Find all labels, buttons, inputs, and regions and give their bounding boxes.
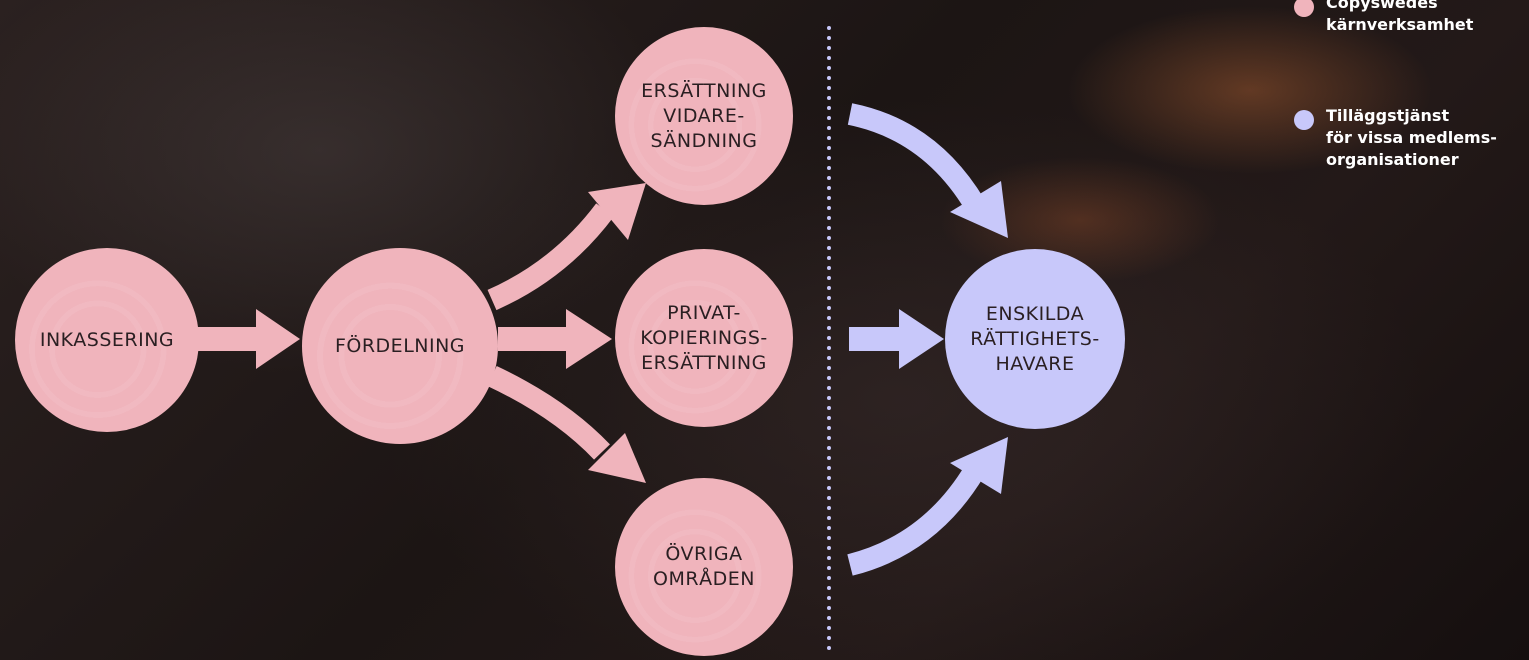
legend-addon-dot <box>1294 110 1314 130</box>
node-enskilda-label: ENSKILDA RÄTTIGHETS- HAVARE <box>970 302 1100 375</box>
node-ersattning-vidaresandning: ERSÄTTNING VIDARE- SÄNDNING <box>615 27 793 205</box>
arrow-ersattning-to-enskilda <box>847 103 1008 238</box>
legend-core-label: Copyswedes kärnverksamhet <box>1326 0 1474 34</box>
arrow-fordelning-to-privat <box>498 309 612 369</box>
node-fordelning: FÖRDELNING <box>302 248 498 444</box>
node-enskilda-rattighetshavare: ENSKILDA RÄTTIGHETS- HAVARE <box>945 249 1125 429</box>
node-inkassering: INKASSERING <box>15 248 199 432</box>
legend-core-dot <box>1294 0 1314 17</box>
node-ersattning-label: ERSÄTTNING VIDARE- SÄNDNING <box>641 79 767 152</box>
legend-addon-label: Tilläggstjänst för vissa medlems- organi… <box>1326 106 1497 169</box>
arrow-privat-to-enskilda <box>849 309 944 369</box>
node-privat-label: PRIVAT- KOPIERINGS- ERSÄTTNING <box>640 301 768 374</box>
node-ovriga-omraden: ÖVRIGA OMRÅDEN <box>615 478 793 656</box>
arrow-fordelning-to-ovriga <box>487 366 646 483</box>
node-ovriga-label: ÖVRIGA OMRÅDEN <box>653 543 755 590</box>
arrow-ovriga-to-enskilda <box>847 437 1008 576</box>
arrow-inkassering-to-fordelning <box>198 309 300 369</box>
arrow-fordelning-to-ersattning <box>487 183 646 311</box>
node-inkassering-label: INKASSERING <box>39 328 175 351</box>
node-fordelning-label: FÖRDELNING <box>334 334 466 357</box>
node-privatkopieringsersattning: PRIVAT- KOPIERINGS- ERSÄTTNING <box>615 249 793 427</box>
